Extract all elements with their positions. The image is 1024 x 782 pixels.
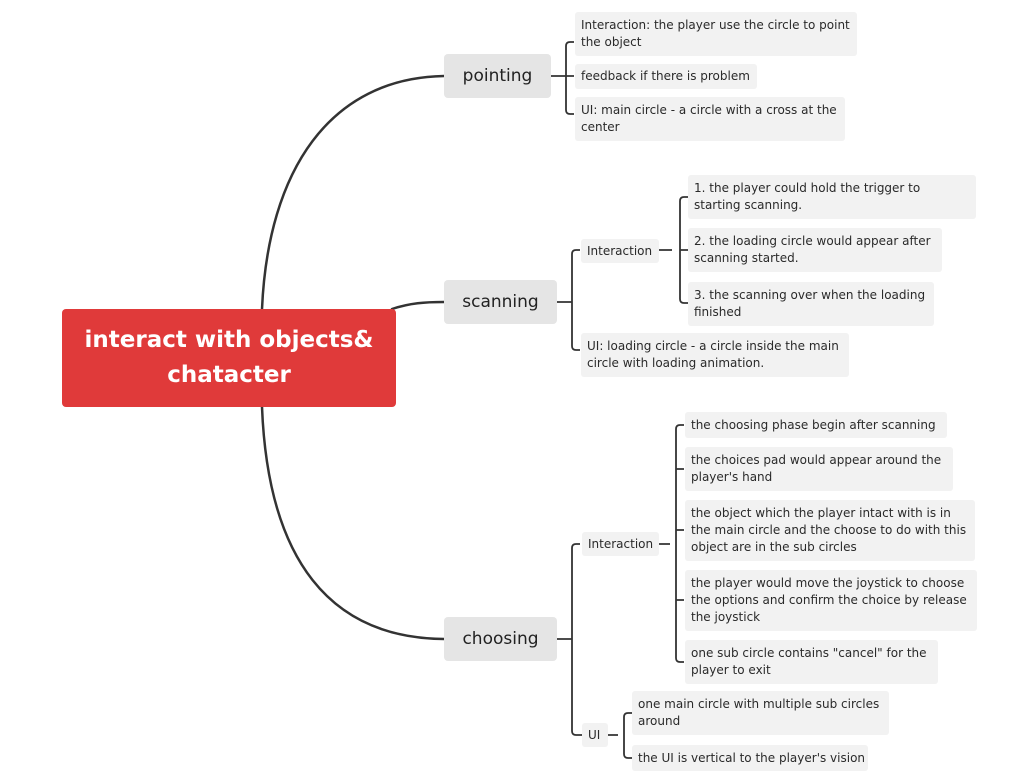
sub-label: UI (588, 728, 601, 742)
connector-choosing-bracket (557, 543, 582, 736)
leaf-text: the choosing phase begin after scanning (691, 417, 936, 432)
connector-central-choosing (260, 405, 446, 641)
scanning-ui-note[interactable]: UI: loading circle - a circle inside the… (581, 333, 849, 377)
leaf-text: one main circle with multiple sub circle… (638, 697, 880, 728)
branch-pointing[interactable]: pointing (444, 54, 551, 98)
connector-scanning-bracket (557, 249, 580, 351)
choosing-joystick-note[interactable]: the player would move the joystick to ch… (685, 570, 977, 631)
branch-pointing-label: pointing (462, 66, 533, 86)
choosing-ui-vertical-note[interactable]: the UI is vertical to the player's visio… (632, 745, 868, 771)
connector-choosing-interaction-bracket (659, 424, 684, 663)
connector-scanning-interaction-bracket (659, 196, 688, 304)
sub-label: Interaction (587, 244, 653, 258)
leaf-text: the object which the player intact with … (691, 506, 967, 554)
leaf-text: Interaction: the player use the circle t… (581, 18, 850, 49)
choosing-interaction-node[interactable]: Interaction (582, 532, 659, 556)
choosing-ui-main-circle-note[interactable]: one main circle with multiple sub circle… (632, 691, 889, 735)
leaf-text: the player would move the joystick to ch… (691, 576, 967, 624)
central-topic-label: interact with objects& chatacter (84, 327, 374, 388)
leaf-text: the choices pad would appear around the … (691, 453, 942, 484)
connector-pointing-bracket (551, 41, 574, 115)
scanning-step-2[interactable]: 2. the loading circle would appear after… (688, 228, 942, 272)
pointing-ui-note[interactable]: UI: main circle - a circle with a cross … (575, 97, 845, 141)
leaf-text: UI: main circle - a circle with a cross … (581, 103, 837, 134)
connector-choosing-ui-bracket (608, 712, 632, 759)
scanning-step-3[interactable]: 3. the scanning over when the loading fi… (688, 282, 934, 326)
choosing-pad-note[interactable]: the choices pad would appear around the … (685, 447, 953, 491)
choosing-begin-note[interactable]: the choosing phase begin after scanning (685, 412, 947, 438)
choosing-ui-node[interactable]: UI (582, 723, 608, 747)
choosing-cancel-note[interactable]: one sub circle contains "cancel" for the… (685, 640, 938, 684)
branch-choosing[interactable]: choosing (444, 617, 557, 661)
branch-scanning[interactable]: scanning (444, 280, 557, 324)
central-topic[interactable]: interact with objects& chatacter (62, 309, 396, 407)
leaf-text: 1. the player could hold the trigger to … (694, 181, 921, 212)
leaf-text: UI: loading circle - a circle inside the… (587, 339, 839, 370)
leaf-text: the UI is vertical to the player's visio… (638, 750, 866, 765)
connector-central-pointing (260, 74, 446, 311)
leaf-text: 3. the scanning over when the loading fi… (694, 288, 926, 319)
pointing-feedback-note[interactable]: feedback if there is problem (575, 64, 757, 89)
choosing-object-note[interactable]: the object which the player intact with … (685, 500, 975, 561)
leaf-text: feedback if there is problem (581, 69, 750, 83)
leaf-text: 2. the loading circle would appear after… (694, 234, 931, 265)
branch-scanning-label: scanning (462, 292, 539, 312)
pointing-interaction-note[interactable]: Interaction: the player use the circle t… (575, 12, 857, 56)
branch-choosing-label: choosing (462, 629, 539, 649)
sub-label: Interaction (588, 537, 654, 551)
connector-central-scanning (390, 300, 446, 311)
scanning-interaction-node[interactable]: Interaction (581, 239, 659, 263)
leaf-text: one sub circle contains "cancel" for the… (691, 646, 927, 677)
scanning-step-1[interactable]: 1. the player could hold the trigger to … (688, 175, 976, 219)
